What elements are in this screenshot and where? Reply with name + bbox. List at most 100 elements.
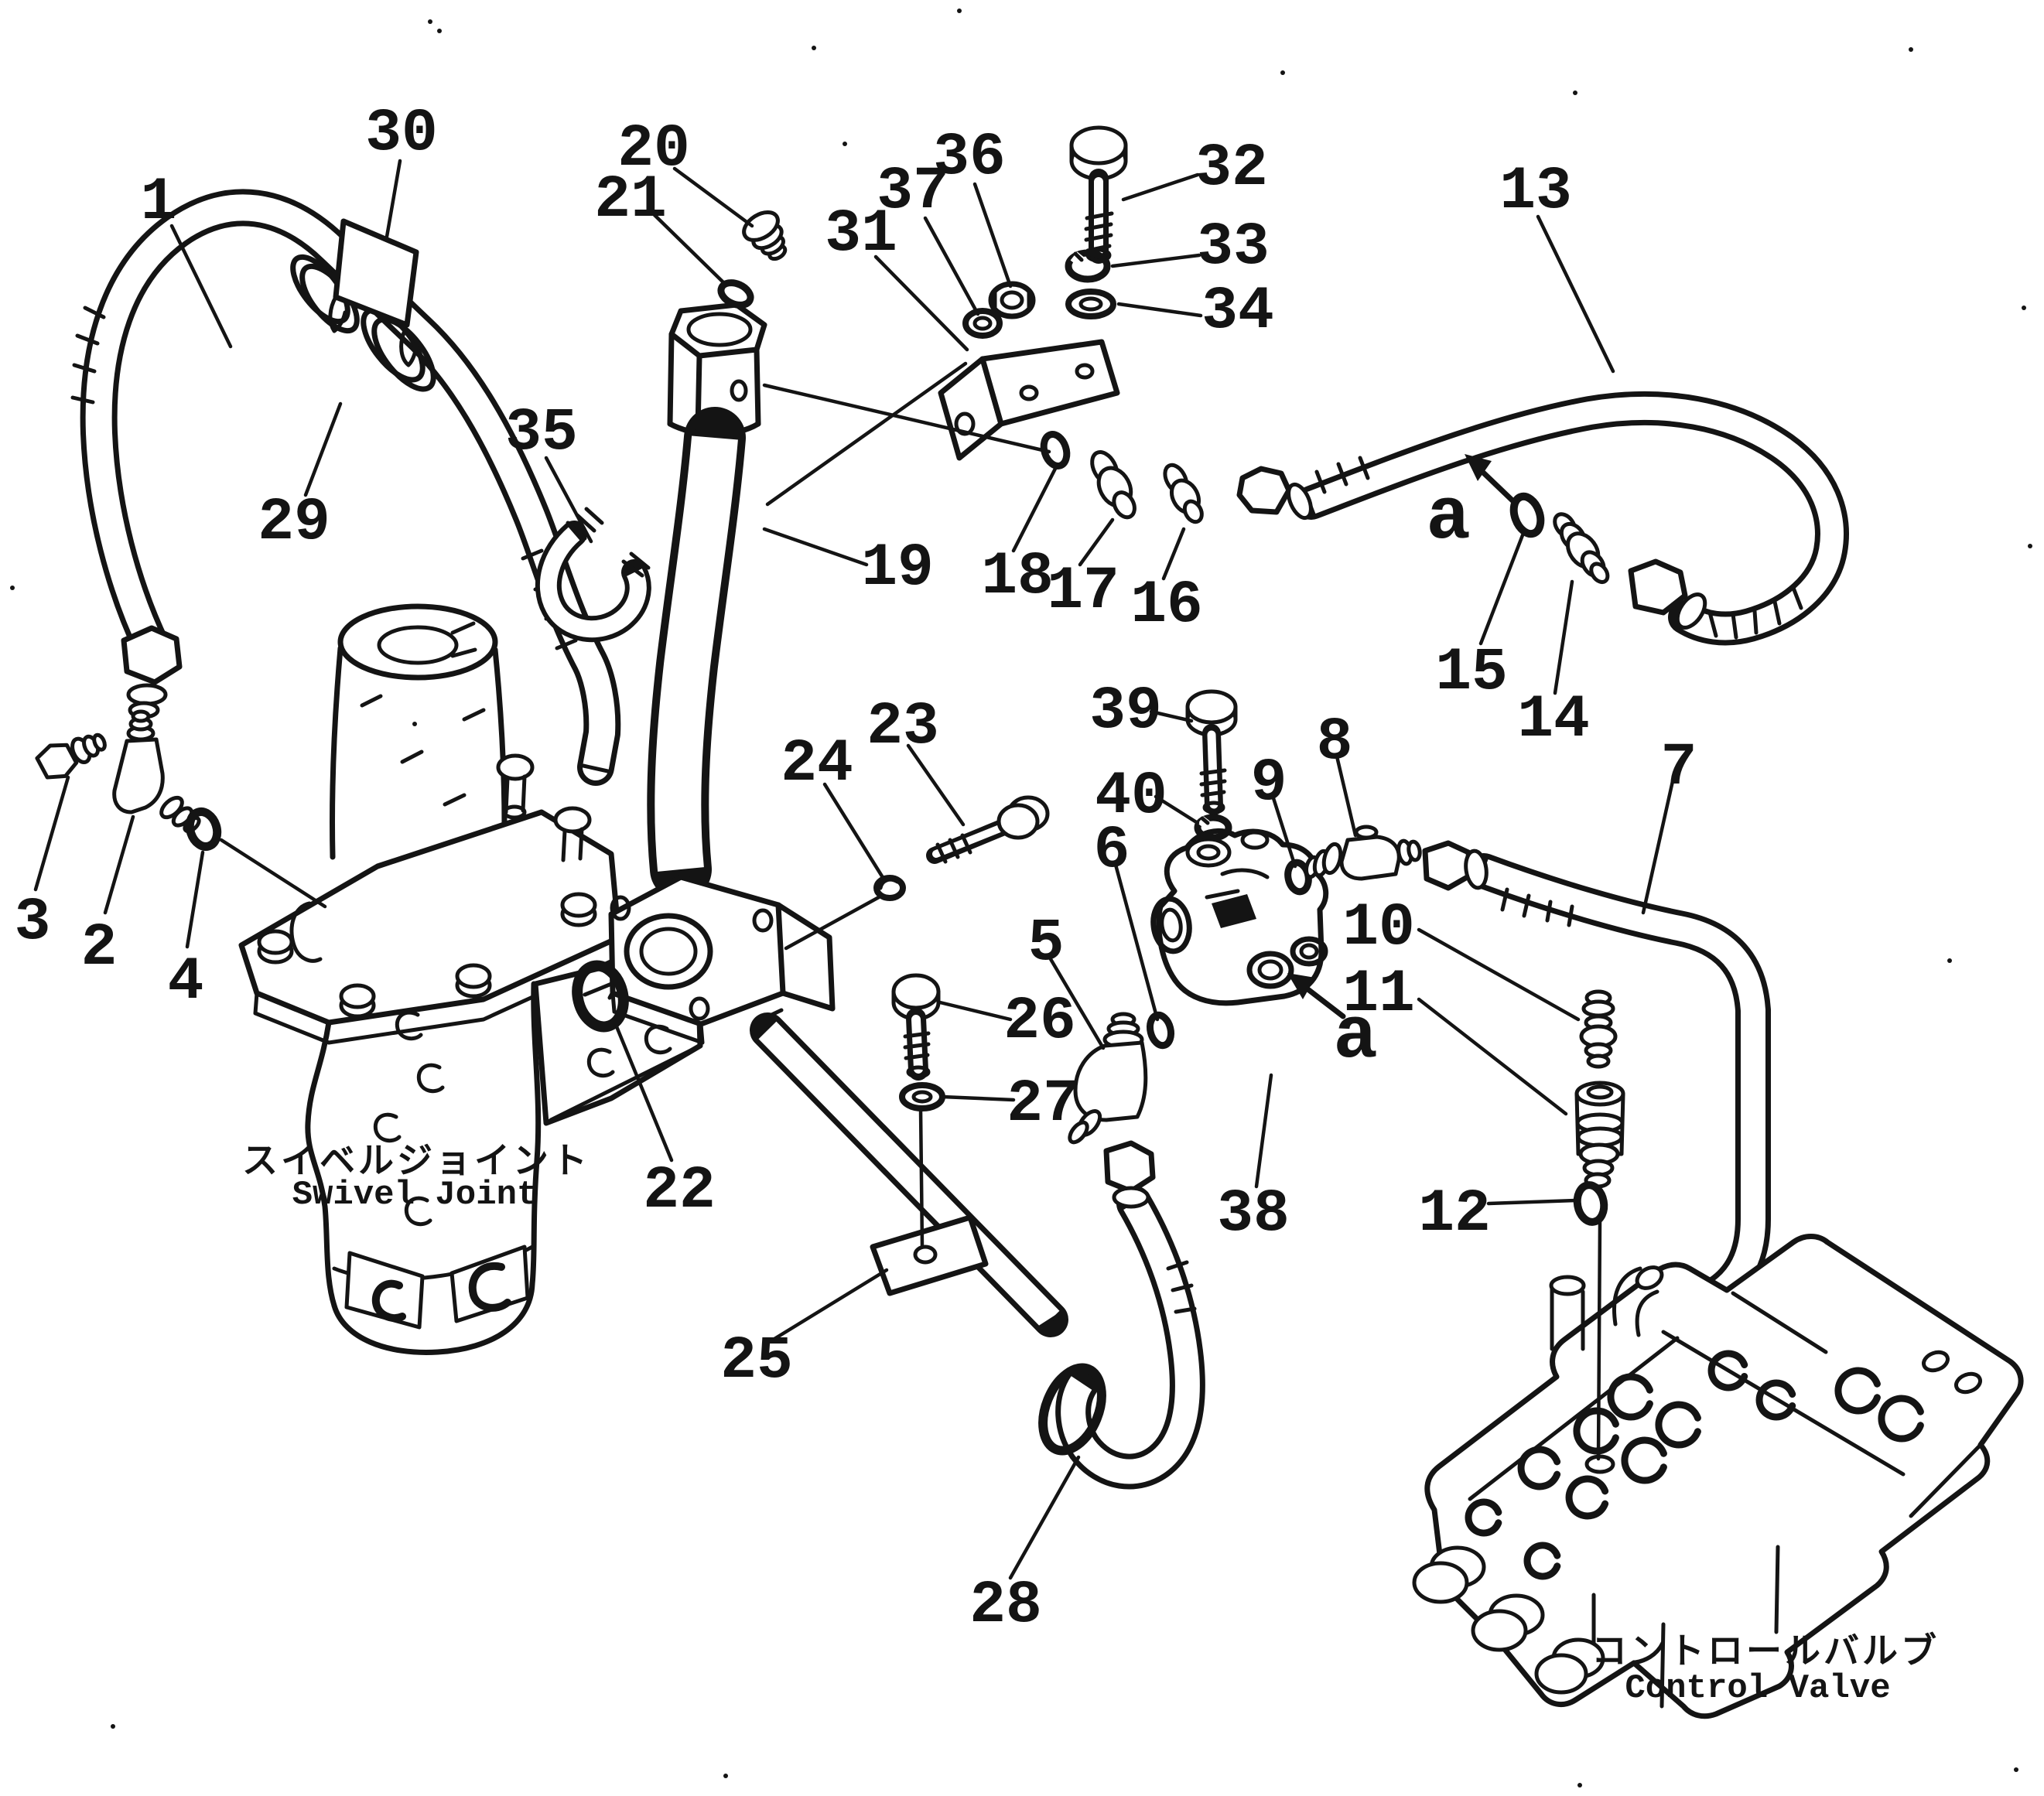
callout-37: 37 (877, 158, 949, 226)
assembly-mark-a-bottom: a (1333, 995, 1378, 1079)
hose-13-right-fitting (1628, 558, 1707, 630)
fitting-11 (1574, 1081, 1625, 1189)
plug-20 (742, 210, 788, 261)
hose-1-end-hex (121, 625, 183, 685)
hose-13-hatch (1314, 456, 1803, 640)
washer-37 (962, 308, 1003, 339)
captions: スイベルジョイント Swivel Joint コントロールバルブ Control… (242, 1139, 1940, 1708)
callout-13: 13 (1499, 158, 1572, 226)
o-ring-12 (1573, 1181, 1608, 1226)
callout-38: 38 (1217, 1180, 1290, 1248)
washer-27 (899, 1082, 945, 1111)
valve-38 (1150, 828, 1329, 1006)
bolt-32 (1069, 125, 1128, 264)
o-ring-24 (873, 875, 906, 901)
callout-28: 28 (969, 1572, 1042, 1640)
callout-21: 21 (594, 166, 667, 234)
plate-30 (328, 218, 419, 367)
spool-caps (1412, 1545, 1605, 1695)
callout-24: 24 (781, 730, 853, 798)
nut-36 (988, 281, 1036, 319)
flange-bolts (257, 753, 597, 1019)
callout-31: 31 (825, 200, 897, 268)
callout-36: 36 (933, 124, 1006, 192)
callout-23: 23 (866, 693, 939, 761)
clamp-plate-25 (870, 1214, 989, 1296)
fitting-17 (1090, 450, 1137, 520)
callout-10: 10 (1342, 894, 1415, 962)
callout-8: 8 (1317, 708, 1353, 777)
callout-33: 33 (1197, 213, 1270, 282)
callout-2: 2 (81, 914, 118, 982)
o-ring-18 (1040, 431, 1071, 469)
clamp-29 (290, 254, 436, 392)
callout-22: 22 (643, 1157, 716, 1225)
o-ring-15 (1509, 492, 1545, 538)
direction-arrow-top (1465, 454, 1518, 506)
o-ring-33 (1065, 249, 1111, 283)
fitting-14 (1553, 512, 1610, 585)
valve-ports (1465, 1350, 1924, 1580)
callout-18: 18 (981, 543, 1054, 611)
bracket-31 (938, 339, 1120, 461)
callout-15: 15 (1435, 639, 1508, 707)
callout-7: 7 (1661, 734, 1697, 802)
callout-29: 29 (258, 489, 330, 557)
swivel-joint-caption-jp: スイベルジョイント (242, 1139, 590, 1181)
direction-arrow-bottom (1287, 973, 1346, 1019)
bolt-26 (891, 973, 941, 1081)
pipe-19 (647, 302, 767, 900)
elbow-5 (1068, 1012, 1148, 1145)
callout-1: 1 (141, 169, 177, 237)
callout-40: 40 (1095, 763, 1167, 831)
swivel-joint-caption-en: Swivel Joint (292, 1176, 538, 1214)
callout-32: 32 (1195, 135, 1268, 203)
hose-7-fitting (1422, 840, 1489, 891)
callout-5: 5 (1028, 910, 1065, 978)
elbow-8 (1304, 825, 1422, 881)
callout-39: 39 (1089, 678, 1162, 746)
callout-26: 26 (1003, 988, 1076, 1056)
control-valve-caption-jp: コントロールバルブ (1591, 1630, 1940, 1671)
o-ring-22 (572, 960, 629, 1033)
callout-3: 3 (15, 889, 51, 957)
assembly-mark-a-top: a (1426, 476, 1471, 560)
hose-13-left-fitting (1236, 466, 1313, 521)
callout-4: 4 (168, 948, 204, 1016)
callout-20: 20 (617, 115, 690, 183)
hose-13 (1236, 391, 1849, 646)
hose-28-fitting (1103, 1140, 1156, 1209)
callout-35: 35 (505, 399, 578, 467)
fitting-10 (1579, 989, 1618, 1069)
callout-25: 25 (720, 1327, 793, 1395)
control-valve-caption-en: Control Valve (1625, 1669, 1890, 1708)
o-ring-40 (1194, 814, 1232, 842)
callout-19: 19 (861, 534, 934, 603)
fitting-16 (1163, 463, 1204, 524)
fitting-3 (35, 732, 107, 780)
clamp-ring-28 (1038, 1363, 1106, 1456)
o-ring-6 (1146, 1011, 1175, 1050)
leader-lines (33, 159, 1675, 1580)
hose-7 (1422, 840, 1771, 1323)
callout-12: 12 (1418, 1180, 1491, 1248)
callouts: 1 2 3 4 5 6 7 8 9 10 11 12 13 14 15 16 1… (15, 100, 1697, 1640)
elbow-2 (112, 709, 201, 834)
callout-14: 14 (1517, 686, 1590, 754)
callout-11: 11 (1342, 961, 1415, 1029)
port-marks (373, 1010, 445, 1227)
u-tube-35 (535, 507, 651, 643)
callout-34: 34 (1201, 278, 1274, 346)
callout-30: 30 (365, 100, 438, 168)
valve-stub-pipes (1549, 1265, 1982, 1474)
callout-16: 16 (1130, 572, 1203, 640)
control-valve (1412, 1234, 2024, 1719)
pipe-25 (750, 1008, 1068, 1337)
bolt-23 (926, 795, 1050, 864)
callout-27: 27 (1007, 1070, 1079, 1139)
pipe-19-flange (608, 874, 836, 1045)
callout-9: 9 (1251, 749, 1287, 818)
hose-28 (1038, 1140, 1205, 1490)
o-ring-21 (717, 279, 754, 309)
